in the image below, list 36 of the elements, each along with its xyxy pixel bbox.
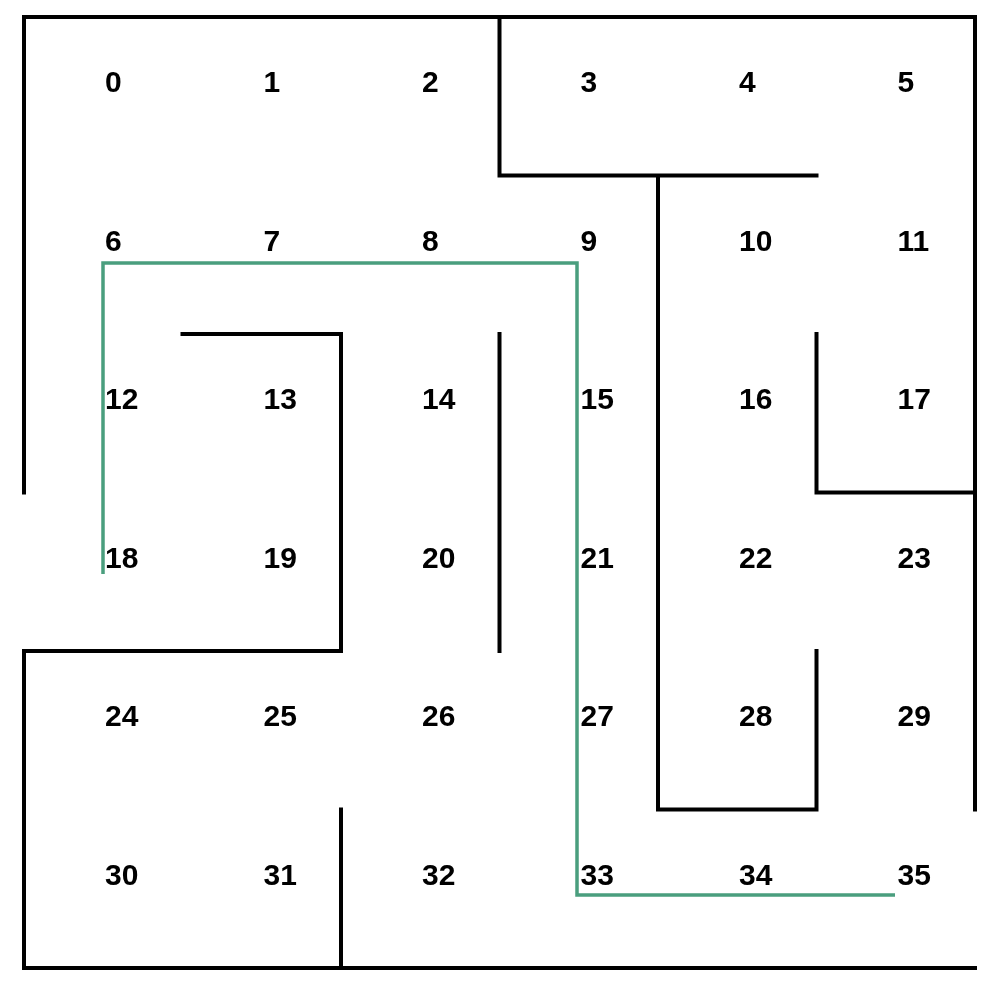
cell-number: 28 <box>739 701 773 731</box>
cell-number: 30 <box>105 859 139 890</box>
cell-number: 16 <box>739 384 773 414</box>
cell-number: 24 <box>105 701 139 731</box>
cell-number: 2 <box>422 67 439 97</box>
cell-number: 18 <box>105 542 139 573</box>
cell-number: 33 <box>580 859 614 890</box>
cell-number: 14 <box>422 384 456 414</box>
cell-number: 26 <box>422 701 456 731</box>
cell-number: 25 <box>263 701 297 731</box>
cell-number: 5 <box>897 67 915 97</box>
cell-number: 13 <box>263 384 297 414</box>
cell-number: 0 <box>105 67 122 97</box>
cell-number: 29 <box>897 701 931 731</box>
cell-number: 27 <box>580 701 614 731</box>
cell-number: 23 <box>897 542 931 573</box>
cell-number: 10 <box>739 225 773 256</box>
cell-number: 32 <box>422 859 456 890</box>
cell-number: 34 <box>739 859 773 890</box>
cell-number: 19 <box>263 542 297 573</box>
cell-number: 22 <box>739 542 773 573</box>
cell-number: 17 <box>897 384 931 414</box>
cell-number: 1 <box>263 67 281 97</box>
cell-number: 21 <box>580 542 614 573</box>
cell-number: 11 <box>897 225 930 256</box>
cell-number: 6 <box>105 225 122 256</box>
cell-number: 12 <box>105 384 139 414</box>
cell-number: 15 <box>580 384 614 414</box>
cell-number: 7 <box>263 225 281 256</box>
cell-number: 4 <box>739 67 756 97</box>
cell-number: 35 <box>897 859 931 890</box>
cell-number: 9 <box>580 225 598 256</box>
cell-number: 20 <box>422 542 456 573</box>
cell-number: 3 <box>580 67 598 97</box>
cell-number: 8 <box>422 225 439 256</box>
cell-number: 31 <box>263 859 297 890</box>
